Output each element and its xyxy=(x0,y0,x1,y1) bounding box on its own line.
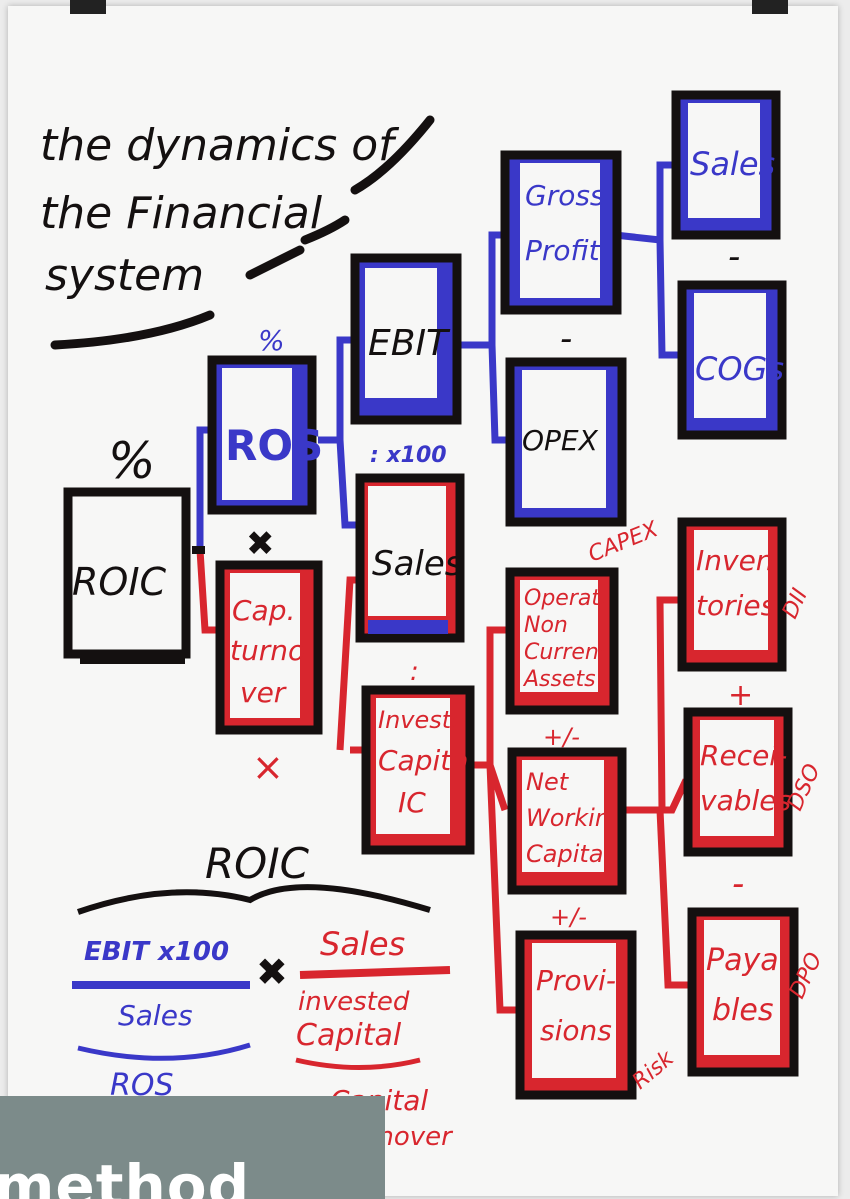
cap-turnover-line-2: turno xyxy=(230,634,305,667)
formula-sales-red: Sales xyxy=(320,925,405,963)
title-line-2: the Financial xyxy=(40,188,323,239)
box-capital-turnover: Cap. turno ver xyxy=(215,560,323,735)
caption-overlay: method xyxy=(0,1096,385,1199)
gross-profit-line-2: Profit xyxy=(525,234,601,267)
operating-assets-line-1: Operat. xyxy=(524,586,607,611)
box-gross-profit: Gross Profit xyxy=(500,150,622,315)
box-inventories: Inven tories xyxy=(677,517,787,672)
box-receivables: Recei- vables xyxy=(683,707,793,857)
box-invested-capital: Investe Capita IC xyxy=(361,685,475,855)
ebit-label: EBIT xyxy=(368,323,451,364)
cogs-label: COGs xyxy=(695,350,784,388)
diagram-title: the dynamics of the Financial system xyxy=(40,120,400,301)
box-ebit: EBIT xyxy=(350,253,462,425)
box-operating-assets: Operat. Non Current Assets xyxy=(505,567,619,715)
ros-label: ROS xyxy=(225,421,323,470)
op-times-red: × xyxy=(252,745,284,789)
nwc-line-2: Workin xyxy=(526,804,610,832)
receivables-line-2: vables xyxy=(700,784,791,817)
formula-invested: invested xyxy=(298,987,410,1017)
box-sales-mid: Sales xyxy=(355,473,465,643)
box-ros: ROS xyxy=(207,355,323,515)
cap-turnover-line-1: Cap. xyxy=(232,594,295,627)
payables-line-2: bles xyxy=(712,993,773,1028)
operating-assets-line-3: Current xyxy=(524,640,609,665)
op-plusminus-2: +/- xyxy=(550,903,587,931)
gross-profit-line-1: Gross xyxy=(525,179,605,212)
op-divide-sales: : xyxy=(410,657,419,687)
paper-clip-left xyxy=(70,0,106,14)
nwc-line-1: Net xyxy=(526,768,570,796)
box-sales-top: Sales xyxy=(671,90,781,240)
op-minus-receivables: - xyxy=(732,864,744,904)
formula-sales-blue: Sales xyxy=(118,999,193,1032)
opex-label: OPEX xyxy=(522,424,599,457)
invested-capital-line-2: Capita xyxy=(378,744,468,777)
op-minus-gross: - xyxy=(560,319,572,359)
operating-assets-line-4: Assets xyxy=(522,667,596,692)
formula-times: ✖ xyxy=(256,950,288,994)
caption-text: method xyxy=(0,1152,251,1199)
formula-capital: Capital xyxy=(296,1018,402,1053)
inventories-line-1: Inven xyxy=(696,544,774,577)
cap-turnover-line-3: ver xyxy=(240,676,287,709)
invested-capital-line-3: IC xyxy=(398,786,426,819)
nwc-line-3: Capital xyxy=(526,840,610,868)
op-plusminus-1: +/- xyxy=(543,723,580,751)
box-payables: Paya- bles xyxy=(687,907,799,1077)
provisions-line-2: sions xyxy=(540,1014,612,1047)
title-line-3: system xyxy=(45,250,204,301)
inventories-line-2: tories xyxy=(696,589,775,622)
roic-label: ROIC xyxy=(72,560,167,604)
box-roic: ROIC xyxy=(63,487,191,664)
op-times-between: ✖ xyxy=(246,524,275,564)
provisions-line-1: Provi- xyxy=(536,964,616,997)
box-opex: OPEX xyxy=(505,357,627,527)
formula-ebit: EBIT x100 xyxy=(84,937,229,967)
op-minus-sales: - xyxy=(728,237,740,277)
invested-capital-line-1: Investe xyxy=(378,706,466,734)
formula-head: ROIC xyxy=(205,839,310,888)
op-x100: : x100 xyxy=(370,443,447,468)
title-line-1: the dynamics of xyxy=(40,120,400,171)
sales-top-label: Sales xyxy=(690,145,775,183)
operating-assets-line-2: Non xyxy=(524,613,568,638)
title-underlines xyxy=(50,115,435,350)
roic-formula: ROIC EBIT x100 Sales ROS ✖ Sales investe… xyxy=(72,839,454,1152)
paper-clip-right xyxy=(752,0,788,14)
box-net-working-capital: Net Workin Capital xyxy=(507,747,627,895)
op-percent-roic: % xyxy=(108,432,156,490)
op-plus-inventories: + xyxy=(728,678,753,713)
operators: % % ✖ × : x100 - - : +/- +/- + - xyxy=(108,237,753,931)
box-provisions: Provi- sions xyxy=(515,930,637,1100)
op-percent-ros: % xyxy=(258,324,285,357)
payables-line-1: Paya- xyxy=(706,943,789,978)
sales-mid-label: Sales xyxy=(372,544,463,584)
box-cogs: COGs xyxy=(677,280,787,440)
receivables-line-1: Recei- xyxy=(700,739,787,772)
